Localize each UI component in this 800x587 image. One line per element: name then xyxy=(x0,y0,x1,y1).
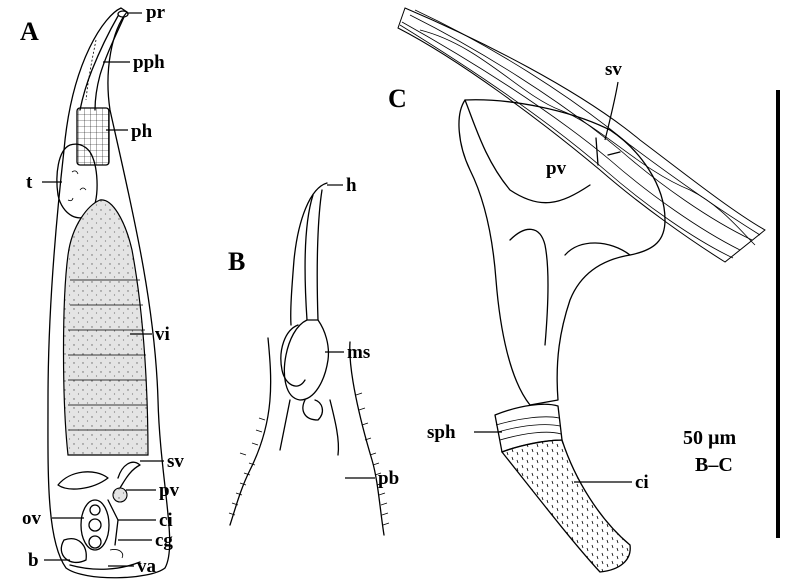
label-pb: pb xyxy=(378,468,399,489)
label-b: b xyxy=(28,550,39,571)
label-va: va xyxy=(137,556,157,577)
label-ci-c: ci xyxy=(635,472,649,493)
label-ov: ov xyxy=(22,508,42,529)
label-h: h xyxy=(346,175,357,196)
label-ci-a: ci xyxy=(159,510,173,531)
label-cg: cg xyxy=(155,530,173,551)
label-pr: pr xyxy=(146,2,166,23)
label-sv-a: sv xyxy=(167,451,184,472)
panel-b-label: B xyxy=(228,247,245,276)
label-pv-a: pv xyxy=(159,480,180,501)
panel-c-label: C xyxy=(388,84,407,113)
scale-length-label: 50 µm xyxy=(683,427,737,449)
panel-c-drawing xyxy=(397,7,766,573)
label-ms: ms xyxy=(347,342,370,363)
label-sph: sph xyxy=(427,422,456,443)
scale-applies-label: B–C xyxy=(695,454,733,476)
panel-a-drawing xyxy=(47,7,171,579)
label-sv-c: sv xyxy=(605,59,622,80)
panel-b-drawing xyxy=(228,182,390,536)
panel-a-label: A xyxy=(20,17,39,46)
panel-a-leaders xyxy=(42,12,164,567)
label-pph: pph xyxy=(133,52,165,73)
panel-c-leaders xyxy=(474,81,632,483)
label-pv-c: pv xyxy=(546,158,567,179)
label-ph: ph xyxy=(131,121,153,142)
label-vi: vi xyxy=(155,324,170,345)
panel-b-leaders xyxy=(325,184,375,479)
label-t: t xyxy=(26,172,33,193)
